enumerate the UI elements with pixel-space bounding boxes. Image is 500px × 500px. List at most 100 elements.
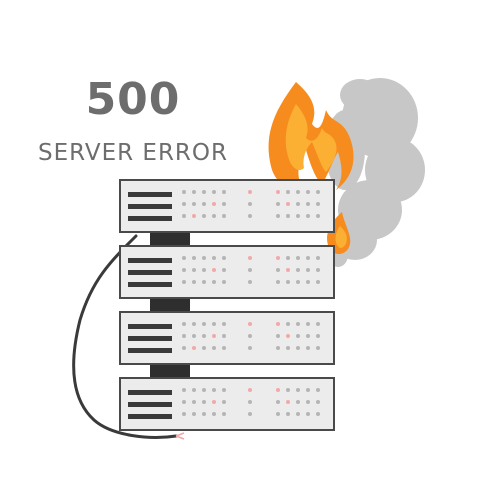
- status-led: [286, 268, 290, 272]
- status-led: [182, 334, 186, 338]
- status-led: [276, 334, 280, 338]
- status-led: [182, 400, 186, 404]
- status-led: [192, 322, 196, 326]
- status-led: [222, 334, 226, 338]
- status-led: [296, 190, 300, 194]
- status-led: [286, 214, 290, 218]
- status-led: [192, 256, 196, 260]
- status-led: [182, 412, 186, 416]
- status-led: [202, 412, 206, 416]
- drive-slot: [128, 324, 172, 329]
- drive-slot: [128, 402, 172, 407]
- status-led: [296, 388, 300, 392]
- status-led: [202, 388, 206, 392]
- status-led: [306, 214, 310, 218]
- status-led: [306, 256, 310, 260]
- status-led: [296, 400, 300, 404]
- status-led: [192, 214, 196, 218]
- status-led: [202, 280, 206, 284]
- status-led: [306, 190, 310, 194]
- status-led: [212, 280, 216, 284]
- status-led: [248, 280, 252, 284]
- status-led: [306, 268, 310, 272]
- server-unit-1: [119, 179, 335, 233]
- drive-slot: [128, 414, 172, 419]
- status-led: [276, 280, 280, 284]
- status-led: [212, 388, 216, 392]
- status-led: [212, 214, 216, 218]
- cable-plug: [175, 432, 185, 440]
- status-led: [192, 334, 196, 338]
- drive-slot: [128, 336, 172, 341]
- drive-slot: [128, 216, 172, 221]
- status-led: [248, 268, 252, 272]
- status-led: [212, 400, 216, 404]
- status-led: [276, 190, 280, 194]
- status-led: [222, 388, 226, 392]
- status-led: [248, 334, 252, 338]
- status-led: [248, 202, 252, 206]
- status-led: [276, 346, 280, 350]
- status-led: [222, 214, 226, 218]
- status-led: [306, 388, 310, 392]
- status-led: [222, 400, 226, 404]
- status-led: [286, 388, 290, 392]
- drive-slot: [128, 258, 172, 263]
- status-led: [286, 190, 290, 194]
- status-led: [192, 412, 196, 416]
- status-led: [316, 346, 320, 350]
- status-led: [286, 202, 290, 206]
- status-led: [316, 322, 320, 326]
- status-led: [248, 256, 252, 260]
- status-led: [296, 214, 300, 218]
- status-led: [202, 346, 206, 350]
- status-led: [296, 202, 300, 206]
- status-led: [182, 346, 186, 350]
- status-led: [316, 334, 320, 338]
- status-led: [212, 202, 216, 206]
- drive-slot: [128, 204, 172, 209]
- status-led: [192, 190, 196, 194]
- status-led: [212, 190, 216, 194]
- status-led: [202, 400, 206, 404]
- status-led: [296, 268, 300, 272]
- status-led: [182, 214, 186, 218]
- status-led: [192, 280, 196, 284]
- fire-icon: [268, 82, 354, 255]
- status-led: [182, 322, 186, 326]
- server-unit-2: [119, 245, 335, 299]
- rack-spine: [150, 232, 190, 379]
- status-led: [286, 412, 290, 416]
- status-led: [248, 346, 252, 350]
- status-led: [306, 412, 310, 416]
- status-led: [316, 202, 320, 206]
- status-led: [286, 334, 290, 338]
- power-cable: [72, 234, 178, 439]
- status-led: [316, 256, 320, 260]
- server-unit-3: [119, 311, 335, 365]
- drive-slot: [128, 390, 172, 395]
- status-led: [276, 388, 280, 392]
- status-led: [316, 412, 320, 416]
- status-led: [306, 322, 310, 326]
- status-led: [222, 412, 226, 416]
- status-led: [306, 400, 310, 404]
- status-led: [296, 256, 300, 260]
- status-led: [276, 202, 280, 206]
- server-unit-4: [119, 377, 335, 431]
- drive-slot: [128, 192, 172, 197]
- drive-slot: [128, 282, 172, 287]
- status-led: [202, 214, 206, 218]
- status-led: [248, 412, 252, 416]
- status-led: [276, 322, 280, 326]
- status-led: [182, 268, 186, 272]
- status-led: [202, 256, 206, 260]
- status-led: [276, 268, 280, 272]
- status-led: [202, 334, 206, 338]
- status-led: [222, 202, 226, 206]
- status-led: [286, 400, 290, 404]
- status-led: [202, 268, 206, 272]
- status-led: [296, 346, 300, 350]
- status-led: [276, 214, 280, 218]
